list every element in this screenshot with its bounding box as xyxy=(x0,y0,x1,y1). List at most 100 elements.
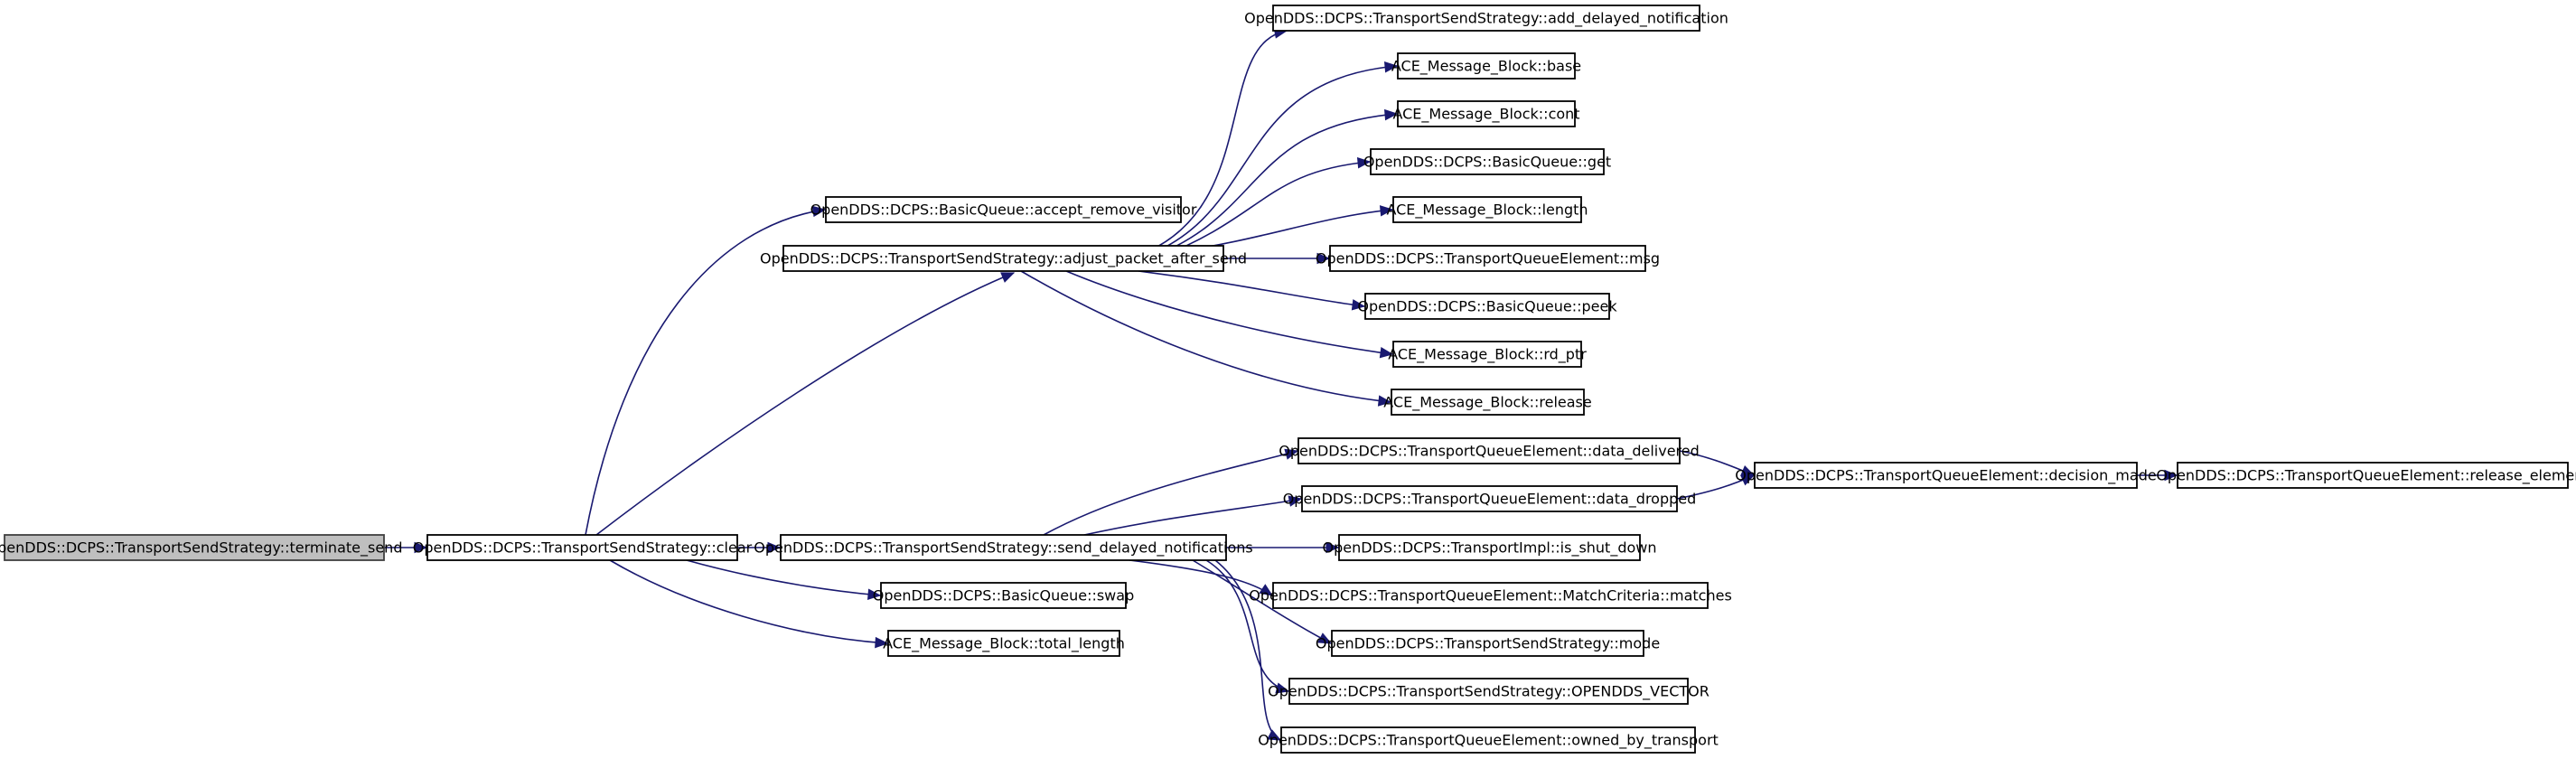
node-label: OpenDDS::DCPS::TransportQueueElement::ow… xyxy=(1258,732,1719,750)
node-is-shut-down[interactable]: OpenDDS::DCPS::TransportImpl::is_shut_do… xyxy=(1323,534,1657,561)
node-label: ACE_Message_Block::length xyxy=(1386,201,1588,220)
node-box xyxy=(1329,245,1646,272)
edge-adjust_packet_after_send-to-get-arrowhead xyxy=(1356,157,1372,169)
node-data-dropped[interactable]: OpenDDS::DCPS::TransportQueueElement::da… xyxy=(1283,485,1697,512)
node-box xyxy=(1301,485,1678,512)
edge-adjust_packet_after_send-to-add_delayed_notification xyxy=(1129,30,1288,259)
node-label: ACE_Message_Block::rd_ptr xyxy=(1388,346,1587,364)
node-cont[interactable]: ACE_Message_Block::cont xyxy=(1392,100,1580,127)
edge-adjust_packet_after_send-to-length-arrowhead xyxy=(1379,205,1394,217)
edge-send_delayed_notifications-to-opendds_vector xyxy=(1205,559,1289,692)
node-label: OpenDDS::DCPS::BasicQueue::accept_remove… xyxy=(810,201,1197,220)
node-label: OpenDDS::DCPS::TransportSendStrategy::ad… xyxy=(760,250,1247,268)
node-label: OpenDDS::DCPS::TransportQueueElement::re… xyxy=(2156,467,2576,485)
nodes-layer: OpenDDS::DCPS::TransportSendStrategy::te… xyxy=(0,5,2576,754)
edge-send_delayed_notifications-to-owned_by_transport xyxy=(1214,559,1281,741)
node-label: OpenDDS::DCPS::BasicQueue::get xyxy=(1363,154,1611,171)
node-label: OpenDDS::DCPS::TransportQueueElement::da… xyxy=(1279,443,1700,461)
node-release-element[interactable]: OpenDDS::DCPS::TransportQueueElement::re… xyxy=(2156,462,2576,489)
node-label: OpenDDS::DCPS::TransportQueueElement::de… xyxy=(1735,467,2156,485)
node-box xyxy=(4,534,385,561)
edge-send_delayed_notifications-to-data_delivered xyxy=(1043,450,1298,536)
edge-adjust_packet_after_send-to-msg-arrowhead xyxy=(1316,252,1331,265)
node-decision-made[interactable]: OpenDDS::DCPS::TransportQueueElement::de… xyxy=(1735,462,2157,489)
node-box xyxy=(1397,100,1576,127)
node-box xyxy=(1331,630,1644,657)
node-matches[interactable]: OpenDDS::DCPS::TransportQueueElement::Ma… xyxy=(1249,582,1732,609)
node-box xyxy=(1370,148,1605,175)
edge-adjust_packet_after_send-to-get xyxy=(1156,161,1371,259)
node-length[interactable]: ACE_Message_Block::length xyxy=(1386,196,1588,223)
node-label: ACE_Message_Block::total_length xyxy=(883,635,1125,653)
node-label: OpenDDS::DCPS::TransportSendStrategy::cl… xyxy=(413,539,753,557)
edge-clear-to-swap xyxy=(686,559,881,596)
edge-adjust_packet_after_send-to-peek-arrowhead xyxy=(1351,299,1366,311)
node-clear[interactable]: OpenDDS::DCPS::TransportSendStrategy::cl… xyxy=(413,534,753,561)
node-box xyxy=(426,534,738,561)
node-label: OpenDDS::DCPS::TransportQueueElement::da… xyxy=(1283,491,1697,509)
edge-clear-to-total_length xyxy=(609,559,888,644)
node-box xyxy=(782,245,1224,272)
node-msg[interactable]: OpenDDS::DCPS::TransportQueueElement::ms… xyxy=(1316,245,1660,272)
node-box xyxy=(887,630,1120,657)
node-total-length[interactable]: ACE_Message_Block::total_length xyxy=(883,630,1125,657)
edge-clear-to-send_delayed_notifications-arrowhead xyxy=(767,541,782,554)
node-box xyxy=(1297,437,1681,464)
node-box xyxy=(780,534,1227,561)
edge-adjust_packet_after_send-to-rd_ptr xyxy=(1065,270,1393,355)
node-mode[interactable]: OpenDDS::DCPS::TransportSendStrategy::mo… xyxy=(1316,630,1660,657)
node-peek[interactable]: OpenDDS::DCPS::BasicQueue::peek xyxy=(1357,293,1617,320)
node-label: ACE_Message_Block::release xyxy=(1383,394,1591,412)
node-box xyxy=(1397,52,1576,80)
node-box xyxy=(1364,293,1610,320)
node-opendds-vector[interactable]: OpenDDS::DCPS::TransportSendStrategy::OP… xyxy=(1268,678,1710,705)
node-label: OpenDDS::DCPS::TransportQueueElement::Ma… xyxy=(1249,587,1732,604)
edge-clear-to-swap-arrowhead xyxy=(866,588,882,601)
node-terminate-send[interactable]: OpenDDS::DCPS::TransportSendStrategy::te… xyxy=(0,534,402,561)
node-accept-remove-visitor[interactable]: OpenDDS::DCPS::BasicQueue::accept_remove… xyxy=(810,196,1197,223)
node-get[interactable]: OpenDDS::DCPS::BasicQueue::get xyxy=(1363,148,1611,175)
node-label: OpenDDS::DCPS::TransportSendStrategy::mo… xyxy=(1316,635,1660,652)
edge-data_dropped-to-decision_made-arrowhead xyxy=(1740,474,1756,486)
edge-decision_made-to-release_element-arrowhead xyxy=(2164,469,2178,482)
edge-send_delayed_notifications-to-owned_by_transport-arrowhead xyxy=(1267,729,1282,741)
edge-clear-to-accept_remove_visitor xyxy=(585,209,826,536)
edge-send_delayed_notifications-to-is_shut_down-arrowhead xyxy=(1325,541,1340,554)
node-data-delivered[interactable]: OpenDDS::DCPS::TransportQueueElement::da… xyxy=(1279,437,1700,464)
node-label: OpenDDS::DCPS::TransportSendStrategy::ad… xyxy=(1244,10,1728,28)
edge-adjust_packet_after_send-to-cont xyxy=(1147,113,1398,259)
node-box xyxy=(1392,341,1582,368)
edge-adjust_packet_after_send-to-release xyxy=(1020,270,1391,403)
node-label: ACE_Message_Block::base xyxy=(1391,58,1581,76)
node-base[interactable]: ACE_Message_Block::base xyxy=(1391,52,1581,80)
node-label: OpenDDS::DCPS::TransportQueueElement::ms… xyxy=(1316,250,1660,267)
node-add-delayed-notification[interactable]: OpenDDS::DCPS::TransportSendStrategy::ad… xyxy=(1244,5,1728,32)
node-release[interactable]: ACE_Message_Block::release xyxy=(1383,389,1592,416)
node-box xyxy=(1392,196,1582,223)
edge-send_delayed_notifications-to-data_delivered-arrowhead xyxy=(1284,448,1299,460)
node-box xyxy=(2177,462,2569,489)
node-adjust-packet-after-send[interactable]: OpenDDS::DCPS::TransportSendStrategy::ad… xyxy=(760,245,1247,272)
edge-clear-to-adjust_packet_after_send-arrowhead xyxy=(1000,272,1016,283)
edge-clear-to-accept_remove_visitor-arrowhead xyxy=(811,205,827,218)
node-box xyxy=(825,196,1182,223)
node-rd-ptr[interactable]: ACE_Message_Block::rd_ptr xyxy=(1388,341,1587,368)
node-send-delayed-notifications[interactable]: OpenDDS::DCPS::TransportSendStrategy::se… xyxy=(754,534,1253,561)
node-label: OpenDDS::DCPS::TransportImpl::is_shut_do… xyxy=(1323,539,1657,558)
edge-send_delayed_notifications-to-mode-arrowhead xyxy=(1317,632,1333,644)
edge-terminate_send-to-clear-arrowhead xyxy=(414,541,428,554)
node-owned-by-transport[interactable]: OpenDDS::DCPS::TransportQueueElement::ow… xyxy=(1258,726,1719,754)
edge-clear-to-adjust_packet_after_send xyxy=(595,272,1015,536)
node-label: ACE_Message_Block::cont xyxy=(1392,106,1579,124)
node-box xyxy=(1391,389,1585,416)
node-box xyxy=(1338,534,1641,561)
node-box xyxy=(1272,582,1709,609)
node-label: OpenDDS::DCPS::TransportSendStrategy::te… xyxy=(0,539,402,558)
node-swap[interactable]: OpenDDS::DCPS::BasicQueue::swap xyxy=(873,582,1134,609)
node-label: OpenDDS::DCPS::TransportSendStrategy::se… xyxy=(754,539,1252,558)
node-box xyxy=(1288,678,1689,705)
edge-adjust_packet_after_send-to-cont-arrowhead xyxy=(1384,108,1399,121)
node-label: OpenDDS::DCPS::TransportSendStrategy::OP… xyxy=(1268,683,1710,701)
node-box xyxy=(880,582,1127,609)
